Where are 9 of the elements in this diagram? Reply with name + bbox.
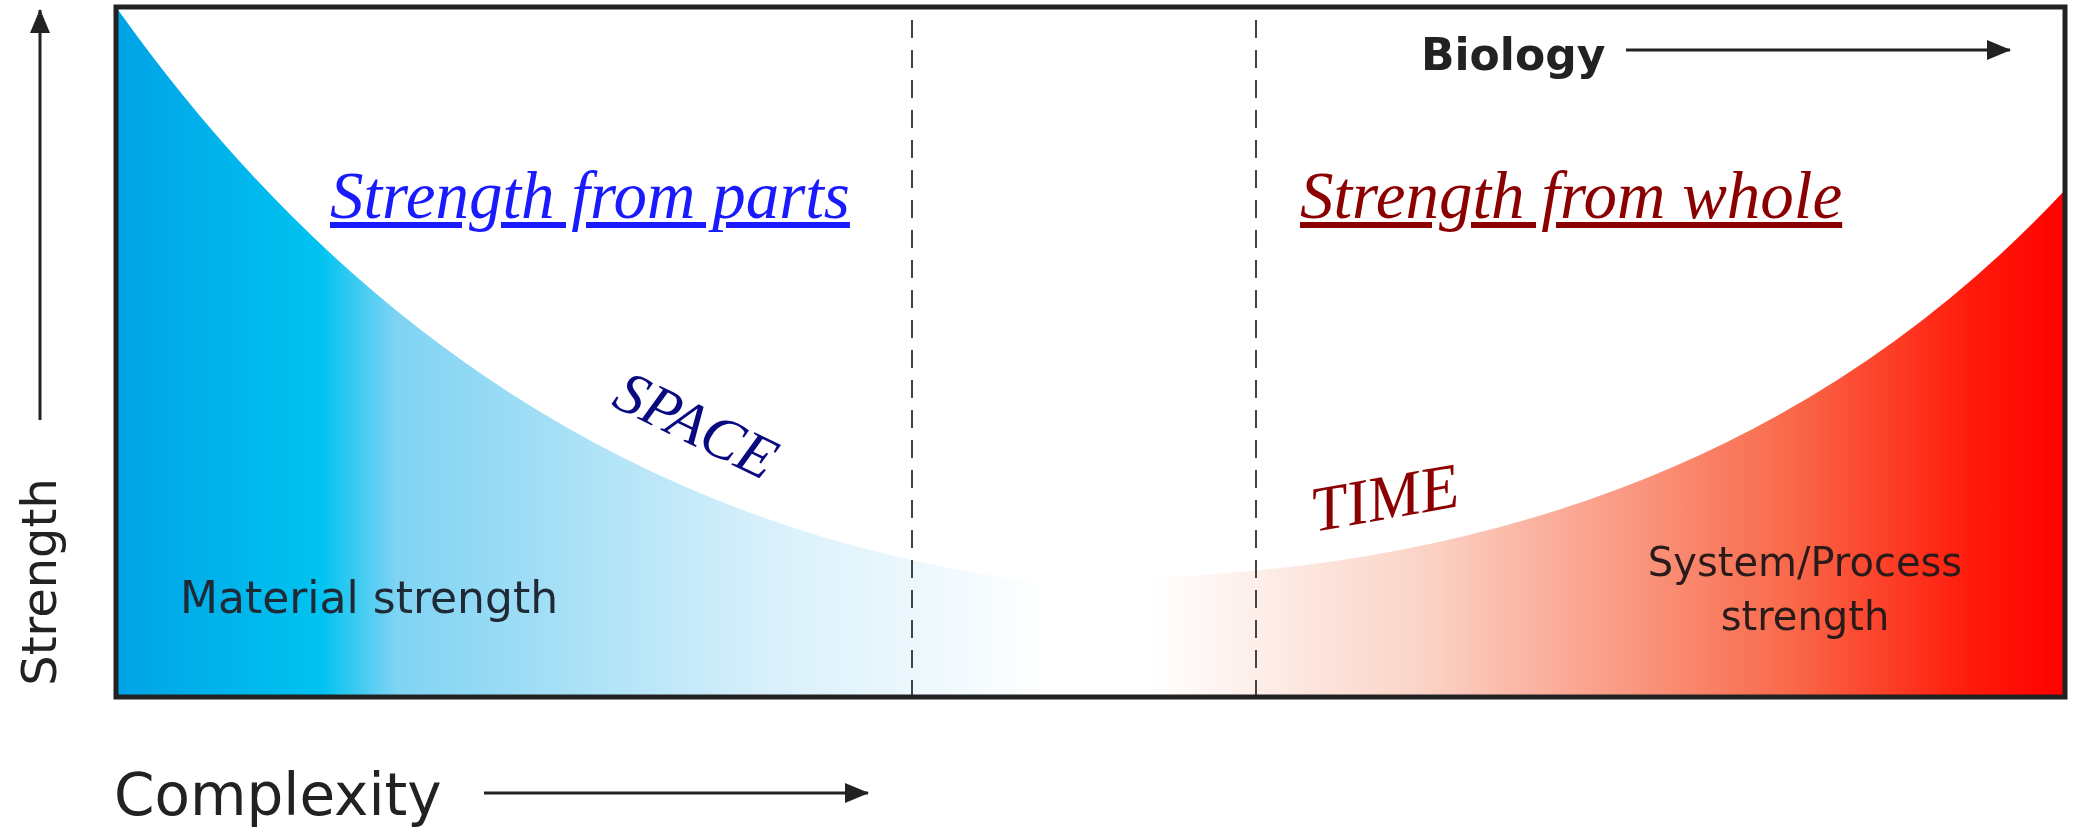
region-label: Material strength <box>180 571 559 625</box>
axis-title: Biology <box>1421 28 1606 82</box>
axis-label: Complexity <box>114 760 442 827</box>
curve-label: TIME <box>1303 448 1466 548</box>
region-heading: Strength from parts <box>330 157 850 234</box>
axis-label: Strength <box>10 477 68 688</box>
region-heading: Strength from whole <box>1300 157 1843 234</box>
region-label: System/Process strength <box>1646 538 1964 641</box>
curve-label: SPACE <box>603 356 789 495</box>
